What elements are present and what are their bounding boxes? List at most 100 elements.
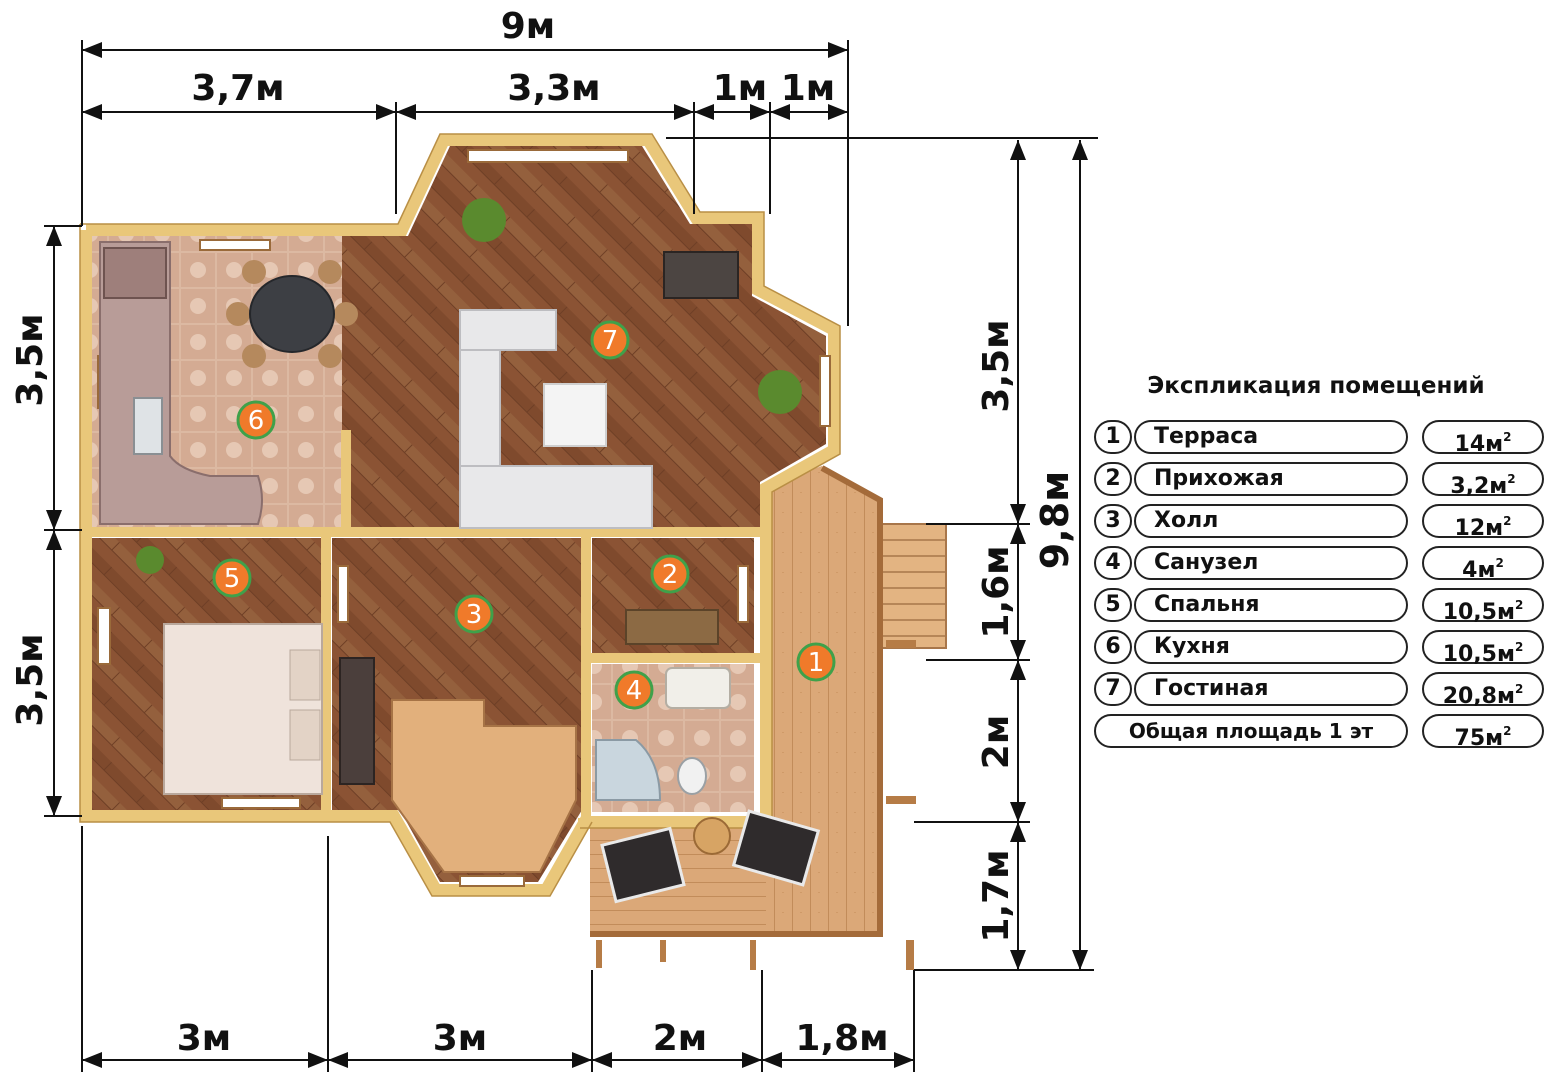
room-marker-label: 6 xyxy=(248,406,265,436)
dim-top-4: 1м xyxy=(781,68,835,109)
dim-right-2: 1,6м xyxy=(976,545,1017,638)
living-sofa xyxy=(459,309,653,529)
legend-area-unit: 2 xyxy=(1514,682,1524,696)
legend-room-area: 4м2 xyxy=(1422,546,1544,583)
legend-room-area: 10,5м2 xyxy=(1422,588,1544,625)
dim-top-2: 3,3м xyxy=(507,68,600,109)
legend-area-unit: 2 xyxy=(1503,430,1512,444)
legend-room-name: Кухня xyxy=(1134,630,1408,664)
dim-bottom-4: 1,8м xyxy=(795,1018,888,1059)
legend-title: Экспликация помещений xyxy=(1147,373,1485,399)
staircase xyxy=(391,699,577,873)
kitchen-sink xyxy=(133,397,163,455)
wall-edges xyxy=(79,133,841,897)
legend-room-name: Холл xyxy=(1134,504,1408,538)
dim-right-1: 3,5м xyxy=(976,319,1017,412)
room-marker-circle xyxy=(236,400,276,440)
dim-right-total: 9,8м xyxy=(1033,471,1077,569)
room-marker-label: 3 xyxy=(466,600,483,630)
legend-area-unit: 2 xyxy=(1514,640,1524,654)
legend-room-number: 1 xyxy=(1094,420,1132,454)
room-marker-label: 2 xyxy=(662,560,679,590)
legend-room-area: 3,2м2 xyxy=(1422,462,1544,499)
legend-area-value: 14м xyxy=(1454,432,1504,457)
legend-area-value: 10,5м xyxy=(1442,642,1515,667)
legend-area-value: 12м xyxy=(1454,516,1504,541)
room-marker-label: 1 xyxy=(808,648,825,678)
legend-room-number: 3 xyxy=(1094,504,1132,538)
legend-room-number: 5 xyxy=(1094,588,1132,622)
kitchen-fridge xyxy=(103,247,167,299)
legend-area-value: 20,8м xyxy=(1442,684,1515,709)
room-marker-label: 5 xyxy=(224,564,241,594)
legend-room-area: 14м2 xyxy=(1422,420,1544,457)
dim-bottom-1: 3м xyxy=(177,1018,231,1059)
legend-room-name: Прихожая xyxy=(1134,462,1408,496)
plants xyxy=(136,198,802,574)
room-marker-circle xyxy=(650,554,690,594)
legend-area-value: 4м xyxy=(1462,558,1496,583)
legend-total-unit: 2 xyxy=(1503,724,1512,738)
room-marker-7: 7 xyxy=(590,320,630,360)
legend-room-number: 7 xyxy=(1094,672,1132,706)
room-marker-circle xyxy=(212,558,252,598)
room-marker-label: 4 xyxy=(626,676,643,706)
dimension-lines xyxy=(44,40,1098,1072)
terrace-railing xyxy=(590,465,883,937)
legend-room-number: 2 xyxy=(1094,462,1132,496)
legend-area-unit: 2 xyxy=(1503,514,1512,528)
fireplace xyxy=(663,251,739,299)
terrace-deck xyxy=(590,466,880,934)
room-marker-circle xyxy=(614,670,654,710)
dim-top-3: 1м xyxy=(713,68,767,109)
room-marker-label: 7 xyxy=(602,326,619,356)
legend-room-name: Санузел xyxy=(1134,546,1408,580)
room-marker-5: 5 xyxy=(212,558,252,598)
legend-area-unit: 2 xyxy=(1507,472,1516,486)
room-marker-4: 4 xyxy=(614,670,654,710)
legend-area-unit: 2 xyxy=(1495,556,1504,570)
legend-room-name: Спальня xyxy=(1134,588,1408,622)
legend-room-name: Гостиная xyxy=(1134,672,1408,706)
dim-right-3: 2м xyxy=(976,715,1017,769)
terrace-steps xyxy=(881,523,947,649)
walls xyxy=(80,134,840,896)
dim-right-4: 1,7м xyxy=(976,849,1017,942)
legend-room-name: Терраса xyxy=(1134,420,1408,454)
legend-area-unit: 2 xyxy=(1514,598,1524,612)
legend-total-area: 75м2 xyxy=(1422,714,1544,751)
room-marker-1: 1 xyxy=(796,642,836,682)
dim-top-1: 3,7м xyxy=(191,68,284,109)
bedroom-bed xyxy=(163,623,323,795)
legend-area-value: 3,2м xyxy=(1450,474,1508,499)
room-markers: 1 2 3 4 5 6 7 xyxy=(212,320,836,710)
bathroom-fixtures xyxy=(595,667,731,801)
dining-set xyxy=(226,260,358,368)
room-marker-2: 2 xyxy=(650,554,690,594)
room-marker-3: 3 xyxy=(454,594,494,634)
legend-room-area: 20,8м2 xyxy=(1422,672,1544,709)
step-lines xyxy=(882,539,946,637)
legend-total-value: 75м xyxy=(1454,726,1504,751)
room-marker-circle xyxy=(796,642,836,682)
entry-desk xyxy=(625,609,719,645)
legend-room-number: 6 xyxy=(1094,630,1132,664)
dim-left-1: 3,5м xyxy=(10,313,51,406)
dim-top-total: 9м xyxy=(501,6,555,47)
hall-cabinet xyxy=(339,657,375,785)
legend-room-area: 10,5м2 xyxy=(1422,630,1544,667)
terrace-chairs xyxy=(600,809,821,904)
legend-area-value: 10,5м xyxy=(1442,600,1515,625)
railing-balusters xyxy=(596,640,916,970)
room-marker-6: 6 xyxy=(236,400,276,440)
